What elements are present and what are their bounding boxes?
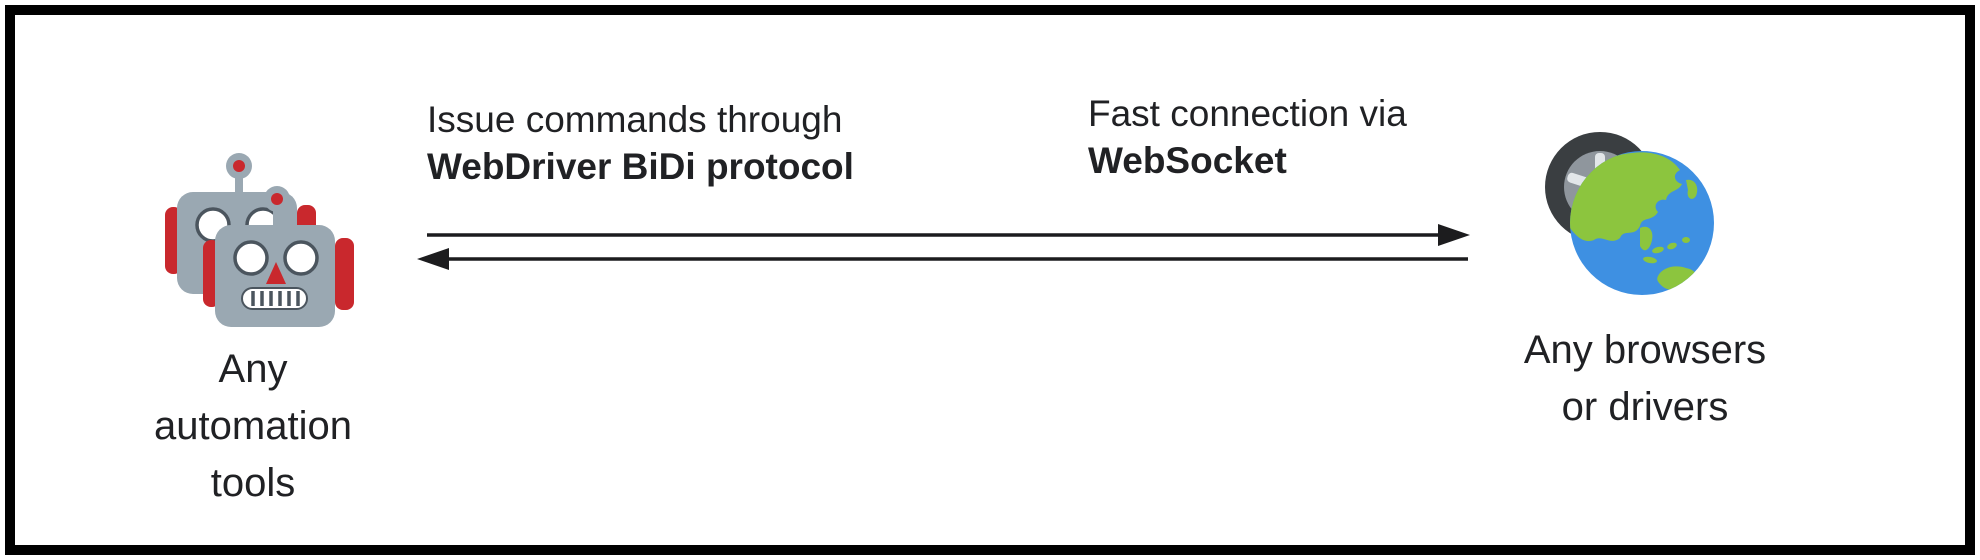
caption-line: tools xyxy=(210,461,296,505)
right-node-caption: Any browsers or drivers xyxy=(1445,322,1845,436)
caption-line: automation xyxy=(154,404,352,448)
caption-line: or drivers xyxy=(1561,385,1729,429)
wheel-globe-icon xyxy=(1545,132,1714,295)
arrow-right xyxy=(427,224,1470,246)
caption-line: Any browsers xyxy=(1523,328,1767,372)
arrow-right-head-icon xyxy=(1438,224,1470,246)
robots-icon xyxy=(163,151,356,329)
arrow-left-head-icon xyxy=(417,248,449,270)
left-node-caption: Any automation tools xyxy=(103,341,403,512)
label-line-regular: Issue commands through xyxy=(427,99,843,140)
bidirectional-arrows xyxy=(417,224,1470,270)
websocket-label: Fast connection via WebSocket xyxy=(1088,90,1407,184)
webdriver-bidi-label: Issue commands through WebDriver BiDi pr… xyxy=(427,96,854,190)
arrow-left xyxy=(417,248,1468,270)
label-line-regular: Fast connection via xyxy=(1088,93,1407,134)
label-line-bold: WebSocket xyxy=(1088,140,1287,181)
globe-icon xyxy=(1570,151,1714,295)
diagram-border xyxy=(5,5,1975,555)
caption-line: Any xyxy=(218,347,288,391)
label-line-bold: WebDriver BiDi protocol xyxy=(427,146,854,187)
